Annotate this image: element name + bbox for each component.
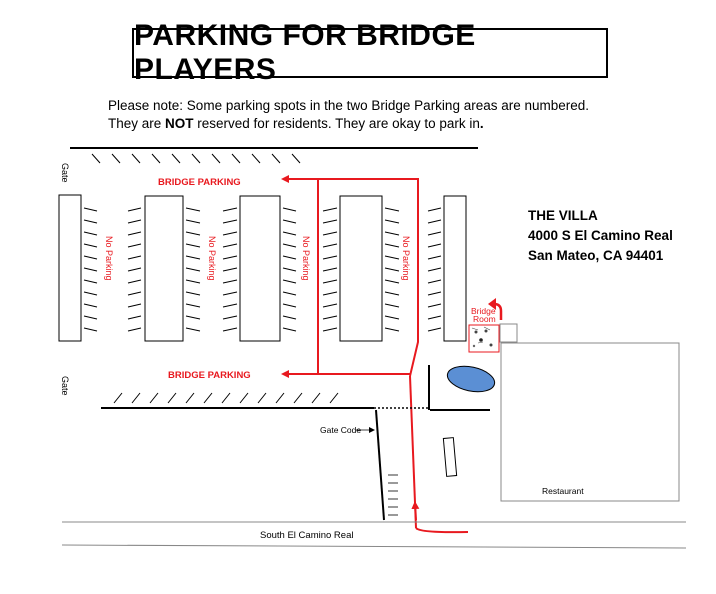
stall-stripes-row-3 [185,207,201,332]
stall-stripes-row-6 [322,207,338,332]
no-parking-label-3: No Parking [301,236,311,281]
address-city: San Mateo, CA 94401 [528,248,664,263]
median-strip [442,437,458,477]
parking-island-4 [339,195,383,342]
note-line-2-rest: reserved for residents. They are okay to… [193,116,480,131]
restaurant-building [500,342,680,502]
stall-stripes-row-8 [427,207,442,332]
gate-label-bottom: Gate [60,376,70,396]
street-label: South El Camino Real [260,530,353,541]
bridge-room-label-line1: Bridge [471,306,496,316]
bridge-room-tables [471,326,493,348]
parking-island-3 [239,195,281,342]
bridge-room [468,324,500,353]
no-parking-label-2: No Parking [207,236,217,281]
stall-stripes-row-2 [127,207,142,332]
gate-code-label: Gate Code [320,425,361,435]
address-street: 4000 S El Camino Real [528,228,673,243]
note-line-1: Please note: Some parking spots in the t… [108,98,590,113]
note-line-2-end: . [479,116,484,131]
gate-label-top: Gate [60,163,70,183]
stall-stripes-row-5 [282,207,297,332]
parking-island-5 [443,195,467,342]
lower-parking-stripes [113,392,339,404]
driveway-stripes [388,474,398,516]
restaurant-label: Restaurant [542,486,584,496]
parking-island-1 [58,194,82,342]
address-name: THE VILLA [528,208,598,223]
bridge-room-arrowhead-icon [488,298,496,310]
no-parking-label-1: No Parking [104,236,114,281]
top-parking-stripes [91,153,301,164]
route-arrow-entry [411,501,420,521]
driveway-wall [375,409,385,521]
bridge-parking-label-top: BRIDGE PARKING [158,177,241,188]
no-parking-label-4: No Parking [401,236,411,281]
title-box: PARKING FOR BRIDGE PLAYERS [132,19,608,86]
parking-island-2 [144,195,184,342]
note-line-2: They are NOT reserved for residents. The… [108,116,484,131]
bridge-room-label-line2: Room [473,314,496,324]
stall-stripes-row-7 [384,207,400,332]
page-title: PARKING FOR BRIDGE PLAYERS [134,19,476,86]
note-emphasis: NOT [165,116,194,131]
bridge-parking-label-bottom: BRIDGE PARKING [168,370,251,381]
street-curb-bottom [61,544,687,549]
note-line-2-start: They are [108,116,166,131]
bridge-room-building [499,323,518,343]
stall-stripes-row-4 [222,207,238,332]
stall-stripes-row-1 [83,207,98,332]
pond [446,365,496,393]
